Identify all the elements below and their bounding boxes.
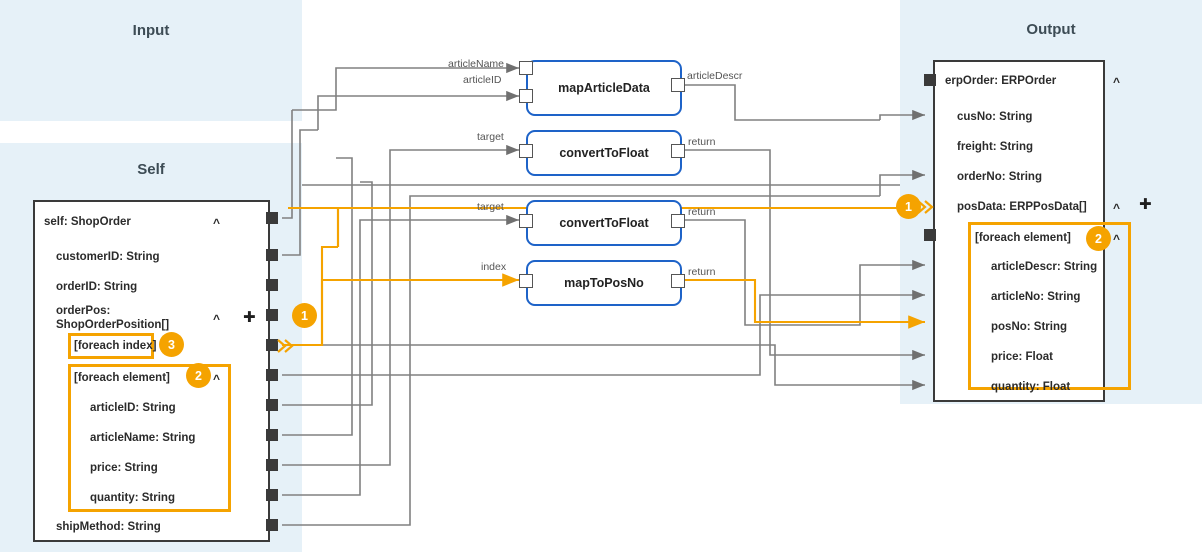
output-field-posdata: posData: ERPPosData[] bbox=[957, 201, 1087, 213]
badge-output-foreach-element: 2 bbox=[1086, 226, 1111, 251]
plus-icon[interactable]: ✚ bbox=[243, 309, 256, 326]
output-field-freight: freight: String bbox=[957, 141, 1034, 153]
self-card: self: ShopOrder ^ customerID: String ord… bbox=[33, 200, 270, 542]
self-port-shipmethod[interactable] bbox=[266, 519, 278, 531]
self-field-orderpos-line2: ShopOrderPosition[] bbox=[56, 319, 170, 331]
self-port-customerid[interactable] bbox=[266, 249, 278, 261]
self-field-shipmethod: shipMethod: String bbox=[56, 521, 161, 533]
wire-label-target-2: target bbox=[477, 201, 504, 213]
function-input-port-target-1[interactable] bbox=[519, 144, 533, 158]
double-chevron-right-icon bbox=[277, 339, 294, 353]
self-element-field-articleid: articleID: String bbox=[90, 402, 176, 414]
self-element-field-price: price: String bbox=[90, 462, 158, 474]
function-output-port-return-3[interactable] bbox=[671, 274, 685, 288]
function-box-converttofloat-2[interactable]: convertToFloat bbox=[526, 200, 682, 246]
output-foreach-element-label: [foreach element] bbox=[975, 232, 1071, 244]
self-foreach-element-group bbox=[68, 364, 231, 512]
output-field-cusno: cusNo: String bbox=[957, 111, 1033, 123]
self-element-field-articlename: articleName: String bbox=[90, 432, 196, 444]
output-card: erpOrder: ERPOrder ^ cusNo: String freig… bbox=[933, 60, 1131, 402]
self-panel-title: Self bbox=[137, 161, 165, 178]
chevron-up-icon[interactable]: ^ bbox=[1113, 232, 1121, 246]
output-foreach-element-group bbox=[968, 222, 1131, 390]
wire-label-articledescr: articleDescr bbox=[687, 70, 743, 82]
self-element-field-quantity: quantity: String bbox=[90, 492, 175, 504]
badge-orderpos: 1 bbox=[292, 303, 317, 328]
self-field-orderpos-line1: orderPos: bbox=[56, 305, 111, 317]
badge-posdata: 1 bbox=[896, 194, 921, 219]
function-input-port-target-2[interactable] bbox=[519, 214, 533, 228]
function-input-port-index[interactable] bbox=[519, 274, 533, 288]
output-element-field-quantity: quantity: Float bbox=[991, 381, 1071, 393]
self-port-foreach-index[interactable] bbox=[266, 339, 278, 351]
self-field-orderid: orderID: String bbox=[56, 281, 138, 293]
self-port-orderpos[interactable] bbox=[266, 309, 278, 321]
function-output-port-articledescr[interactable] bbox=[671, 78, 685, 92]
output-element-field-posno: posNo: String bbox=[991, 321, 1068, 333]
self-foreach-index-group bbox=[68, 333, 154, 359]
output-port-foreach-element[interactable] bbox=[924, 229, 936, 241]
function-input-port-articlename[interactable] bbox=[519, 61, 533, 75]
output-element-field-price: price: Float bbox=[991, 351, 1053, 363]
self-port-articlename[interactable] bbox=[266, 429, 278, 441]
self-port-quantity[interactable] bbox=[266, 489, 278, 501]
wire-label-articlename: articleName bbox=[448, 58, 505, 70]
output-element-field-articleno: articleNo: String bbox=[991, 291, 1081, 303]
wire-label-index: index bbox=[481, 261, 507, 273]
chevron-up-icon[interactable]: ^ bbox=[213, 372, 221, 386]
self-foreach-element-label: [foreach element] bbox=[74, 372, 170, 384]
chevron-up-icon[interactable]: ^ bbox=[213, 216, 221, 230]
function-output-port-return-2[interactable] bbox=[671, 214, 685, 228]
self-port-foreach-element[interactable] bbox=[266, 369, 278, 381]
function-box-maptoposno[interactable]: mapToPosNo bbox=[526, 260, 682, 306]
wire-label-target-1: target bbox=[477, 131, 504, 143]
function-input-port-articleid[interactable] bbox=[519, 89, 533, 103]
output-field-orderno: orderNo: String bbox=[957, 171, 1042, 183]
badge-self-foreach-element: 2 bbox=[186, 363, 211, 388]
plus-icon[interactable]: ✚ bbox=[1139, 196, 1152, 213]
function-box-maparticledata[interactable]: mapArticleData bbox=[526, 60, 682, 116]
input-panel bbox=[0, 0, 302, 121]
output-root-label: erpOrder: ERPOrder bbox=[945, 75, 1057, 87]
wire-label-return-2: return bbox=[688, 206, 716, 218]
function-output-port-return-1[interactable] bbox=[671, 144, 685, 158]
output-element-field-articledescr: articleDescr: String bbox=[991, 261, 1098, 273]
self-port-root[interactable] bbox=[266, 212, 278, 224]
output-panel-title: Output bbox=[1026, 21, 1076, 38]
self-foreach-index-label: [foreach index] bbox=[74, 340, 157, 352]
chevron-up-icon[interactable]: ^ bbox=[1113, 201, 1121, 215]
badge-foreach-index: 3 bbox=[159, 332, 184, 357]
chevron-up-icon[interactable]: ^ bbox=[1113, 75, 1121, 89]
self-port-orderid[interactable] bbox=[266, 279, 278, 291]
self-port-price[interactable] bbox=[266, 459, 278, 471]
self-root-label: self: ShopOrder bbox=[44, 216, 131, 228]
double-chevron-right-icon bbox=[917, 200, 934, 214]
input-panel-title: Input bbox=[132, 22, 170, 39]
wire-label-return-3: return bbox=[688, 266, 716, 278]
wire-label-articleid: articleID bbox=[463, 74, 502, 86]
output-port-root[interactable] bbox=[924, 74, 936, 86]
self-field-customerid: customerID: String bbox=[56, 251, 160, 263]
chevron-up-icon[interactable]: ^ bbox=[213, 312, 221, 326]
self-port-articleid[interactable] bbox=[266, 399, 278, 411]
wire-label-return-1: return bbox=[688, 136, 716, 148]
function-box-converttofloat-1[interactable]: convertToFloat bbox=[526, 130, 682, 176]
